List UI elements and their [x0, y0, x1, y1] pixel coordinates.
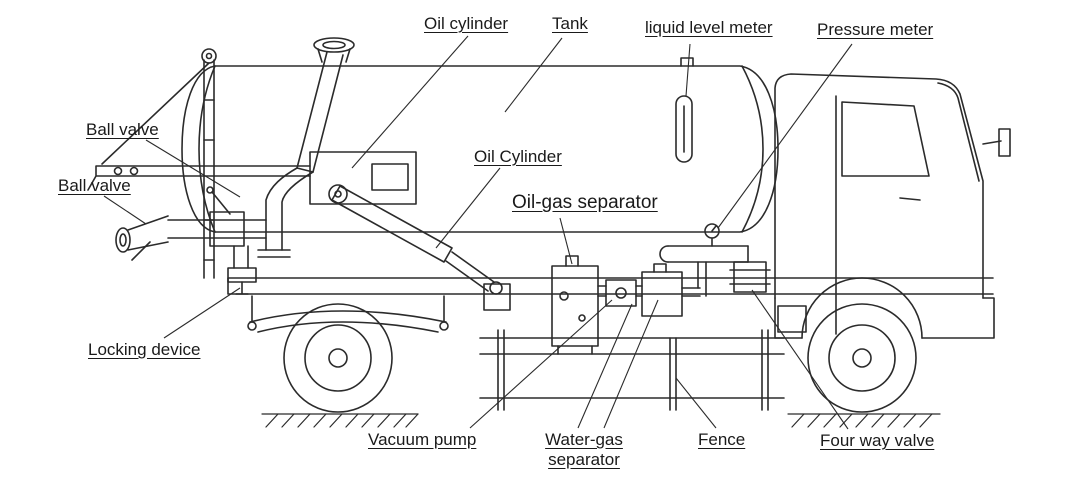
- fence-rails: [479, 329, 785, 411]
- ground-hatch-rear: [261, 413, 419, 428]
- label-ball-valve-upper: Ball valve: [86, 120, 159, 139]
- tank-body: [181, 65, 779, 233]
- boom-arm: [87, 165, 311, 191]
- label-ball-valve-lower: Ball valve: [58, 176, 131, 195]
- oil-cylinder-top-tube: [257, 51, 344, 258]
- oil-gas-separator-box: [551, 255, 599, 355]
- label-water-gas-separator: Water-gas separator: [545, 430, 623, 469]
- four-way-valve-assembly: [659, 245, 771, 297]
- ground-hatch-front: [787, 413, 941, 428]
- label-oil-cylinder-top: Oil cylinder: [424, 14, 509, 33]
- rear-mast: [101, 48, 217, 279]
- pressure-gauge: [704, 223, 720, 247]
- water-gas-separator-box: [641, 263, 683, 317]
- vacuum-pump-box: [597, 279, 643, 307]
- label-liquid-level-meter: liquid level meter: [645, 18, 773, 37]
- discharge-pipe: [131, 186, 267, 261]
- label-tank: Tank: [552, 14, 588, 33]
- label-fence: Fence: [698, 430, 746, 449]
- label-four-way-valve: Four way valve: [820, 431, 935, 450]
- label-vacuum-pump: Vacuum pump: [368, 430, 477, 449]
- cylinder-bracket: [309, 151, 417, 205]
- cab: [774, 73, 1011, 339]
- label-oil-cylinder-mid: Oil Cylinder: [474, 147, 562, 166]
- rear-wheel: [283, 303, 393, 413]
- label-pressure-meter: Pressure meter: [817, 20, 934, 39]
- nozzle: [115, 215, 169, 253]
- locking-mechanism: [227, 245, 257, 295]
- oil-cylinder-diagonal: [331, 185, 511, 311]
- leader-lines: [103, 35, 853, 430]
- level-meter: [675, 57, 694, 163]
- leaf-springs: [247, 295, 449, 333]
- front-wheel: [807, 303, 917, 413]
- label-locking-device: Locking device: [88, 340, 201, 359]
- manhole-flange: [313, 37, 355, 63]
- label-oil-gas-separator: Oil-gas separator: [512, 192, 658, 213]
